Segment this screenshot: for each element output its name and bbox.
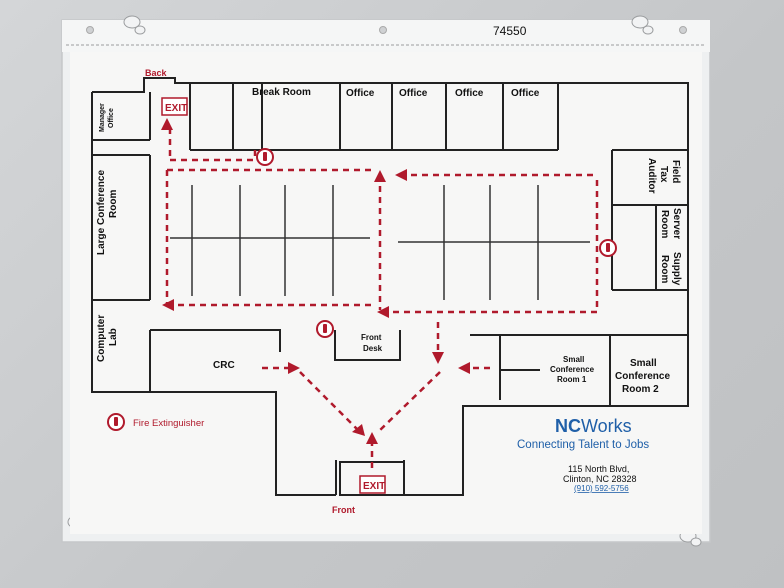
label-large-conference-1: Large Conference bbox=[96, 170, 107, 255]
address-line-2: Clinton, NC 28328 bbox=[563, 474, 637, 484]
label-front: Front bbox=[332, 505, 355, 515]
label-computer-lab-1: Computer bbox=[96, 315, 107, 362]
evacuation-routes bbox=[165, 128, 599, 470]
label-field-tax-auditor-1: Field bbox=[670, 160, 681, 183]
walls bbox=[91, 77, 689, 496]
phone-number: (910) 592-5756 bbox=[574, 484, 629, 493]
label-small-conf-1-a: Small bbox=[563, 355, 584, 364]
label-supply-room-2: Room bbox=[659, 255, 670, 283]
label-supply-room-1: Supply bbox=[671, 252, 682, 286]
sleeve-number: 74550 bbox=[493, 24, 527, 38]
exit-sign-bottom: EXIT bbox=[359, 475, 386, 494]
legend-label: Fire Extinguisher bbox=[133, 418, 204, 429]
label-computer-lab-2: Lab bbox=[108, 328, 119, 346]
label-manager-office-2: Office bbox=[108, 108, 115, 128]
exit-sign-bottom-label: EXIT bbox=[363, 481, 385, 492]
brand-name-bold: NC bbox=[555, 416, 581, 436]
exit-sign-top: EXIT bbox=[161, 97, 188, 116]
cubicles bbox=[170, 185, 590, 300]
route-arrowheads bbox=[161, 118, 470, 444]
ncworks-branding: NCWorks Connecting Talent to Jobs 115 No… bbox=[517, 416, 649, 493]
label-office-1: Office bbox=[346, 88, 375, 99]
label-front-desk-1: Front bbox=[361, 333, 382, 342]
label-crc: CRC bbox=[213, 360, 235, 371]
label-small-conf-2-b: Conference bbox=[615, 371, 670, 382]
label-server-room-2: Room bbox=[659, 210, 670, 238]
label-small-conf-2-a: Small bbox=[630, 358, 657, 369]
fire-extinguisher-glyphs bbox=[114, 152, 610, 426]
address-line-1: 115 North Blvd, bbox=[568, 464, 629, 474]
brand-tagline: Connecting Talent to Jobs bbox=[517, 439, 649, 451]
label-office-2: Office bbox=[399, 88, 428, 99]
label-small-conf-1-b: Conference bbox=[550, 365, 595, 374]
label-large-conference-2: Room bbox=[108, 190, 119, 218]
label-front-desk-2: Desk bbox=[363, 344, 383, 353]
label-back: Back bbox=[145, 68, 168, 78]
sleeve-holes bbox=[86, 26, 687, 34]
label-manager-office-1: Manager bbox=[99, 103, 106, 132]
label-office-4: Office bbox=[511, 88, 540, 99]
room-labels: Back Break Room Office Office Office Off… bbox=[96, 68, 682, 515]
exit-sign-top-label: EXIT bbox=[165, 103, 187, 114]
label-field-tax-auditor-2: Tax bbox=[658, 166, 669, 183]
label-field-tax-auditor-3: Auditor bbox=[646, 158, 657, 194]
brand-name-rest: Works bbox=[581, 416, 632, 436]
label-small-conf-1-c: Room 1 bbox=[557, 375, 587, 384]
label-server-room-1: Server bbox=[671, 208, 682, 239]
brand-name: NCWorks bbox=[555, 416, 632, 436]
label-break-room: Break Room bbox=[252, 87, 311, 98]
sleeve-header-strip bbox=[62, 20, 710, 52]
label-office-3: Office bbox=[455, 88, 484, 99]
label-small-conf-2-c: Room 2 bbox=[622, 384, 659, 395]
